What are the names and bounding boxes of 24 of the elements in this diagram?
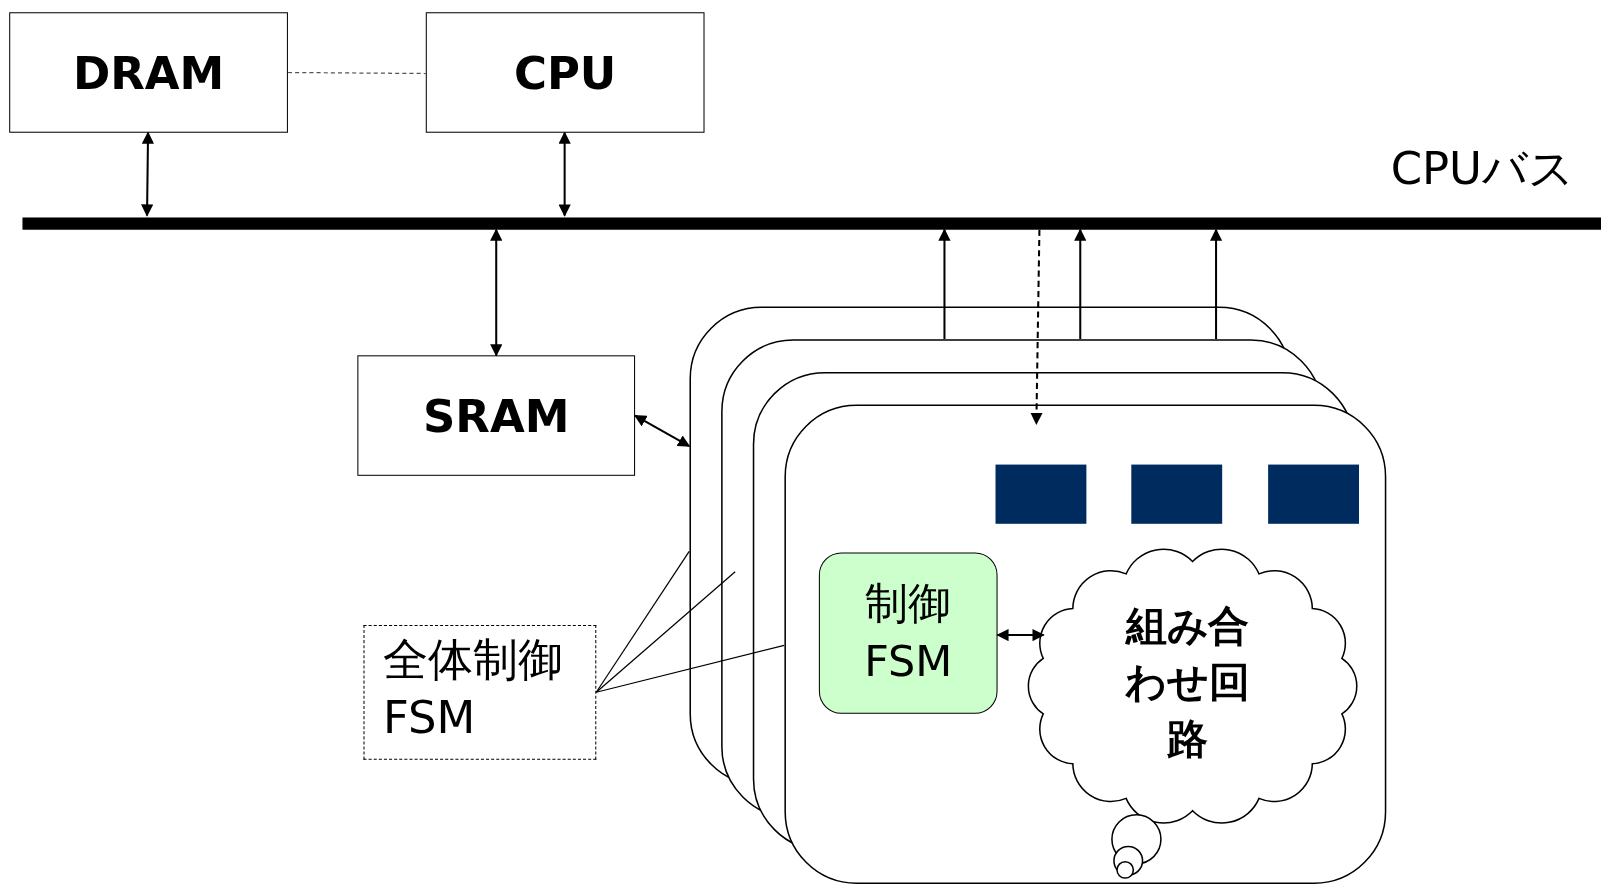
leader-line [595,644,785,693]
connector-line [287,71,427,75]
arrow [490,228,503,357]
arrow [141,131,155,217]
fsm-box: 制御 FSM [818,552,998,714]
arrow [938,228,951,339]
leader-line [595,550,690,693]
bus-bar [22,217,1601,230]
leader-line [595,571,736,693]
arrow [558,131,571,217]
cpu-box: CPU [425,12,705,133]
register-block [995,464,1087,524]
note-box: 全体制御 FSM [363,624,597,760]
arrow [634,414,691,448]
arrow [996,628,1045,642]
memory-box: DRAM [9,12,288,133]
arrow [1209,228,1223,339]
register-block [1268,464,1359,524]
cloud-text: 組み合わせ回路 [1124,601,1251,765]
register-block [1131,464,1223,524]
bus-label: CPUバス [1390,140,1574,196]
memory-box: SRAM [357,355,636,476]
arrow [1074,228,1087,339]
arrow [1030,229,1043,425]
